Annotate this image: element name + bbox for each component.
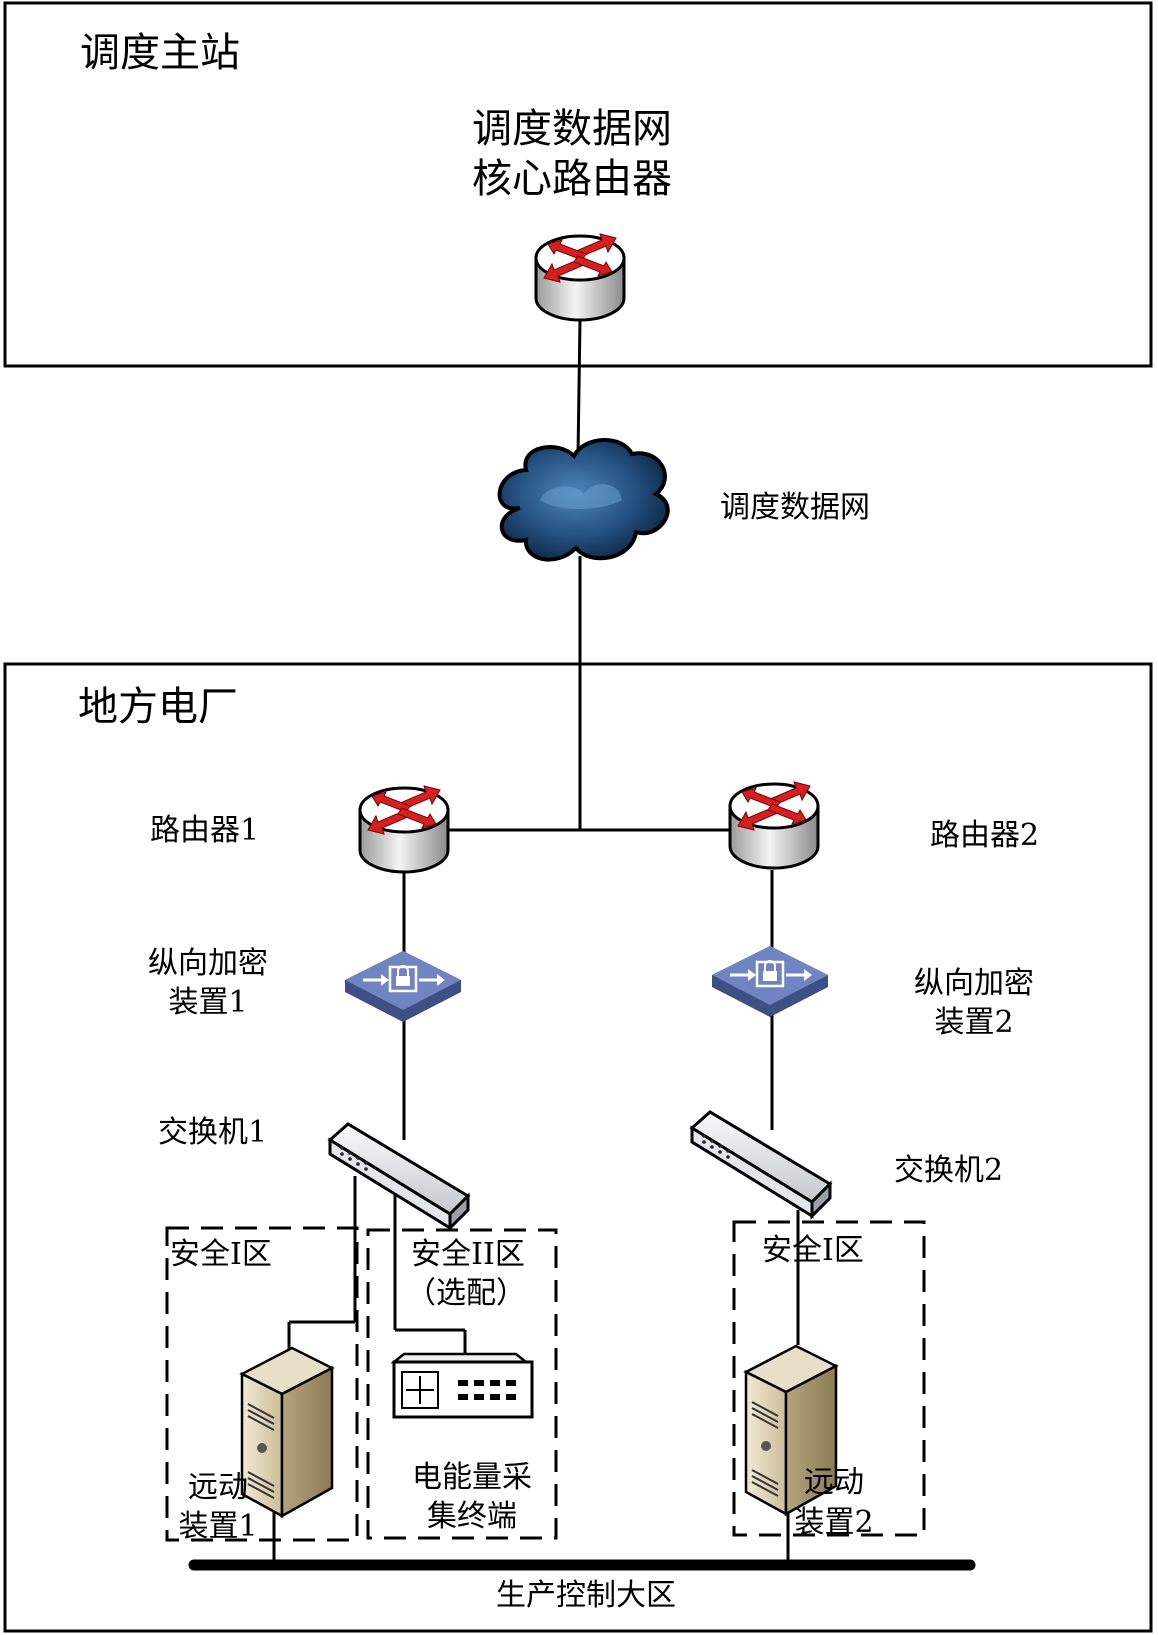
zone1-right-box bbox=[732, 1220, 926, 1537]
energy-meter-label-line1: 电能量采 bbox=[412, 1460, 532, 1495]
data-network-cloud-icon bbox=[497, 438, 670, 562]
connection-lines bbox=[272, 319, 800, 1565]
switch1-icon bbox=[327, 1122, 471, 1232]
rtu1-label-line1: 远动 bbox=[188, 1470, 248, 1505]
encryptor2-label-line1: 纵向加密 bbox=[914, 966, 1034, 1001]
router2-icon bbox=[728, 780, 820, 870]
switch1-label: 交换机1 bbox=[158, 1115, 267, 1150]
router1-icon bbox=[358, 784, 450, 874]
energy-meter-label-line2: 集终端 bbox=[427, 1499, 517, 1534]
production-control-zone-label: 生产控制大区 bbox=[496, 1578, 676, 1613]
energy-meter-terminal-icon bbox=[390, 1352, 534, 1419]
encryptor2-label-line2: 装置2 bbox=[934, 1005, 1013, 1040]
rtu2-label-line1: 远动 bbox=[804, 1465, 864, 1500]
core-router-label-line2: 核心路由器 bbox=[472, 156, 672, 202]
zone2-note-label: （选配） bbox=[406, 1276, 526, 1311]
router2-label: 路由器2 bbox=[930, 818, 1039, 853]
data-network-label: 调度数据网 bbox=[720, 490, 870, 525]
switch2-icon bbox=[689, 1110, 833, 1220]
master-station-label: 调度主站 bbox=[80, 30, 240, 76]
zone1-left-box bbox=[165, 1226, 359, 1542]
encryptor1-label-line1: 纵向加密 bbox=[148, 946, 268, 981]
zone1-right-label: 安全I区 bbox=[762, 1233, 864, 1268]
encryptor1-label-line2: 装置1 bbox=[168, 985, 247, 1020]
zone2-label: 安全II区 bbox=[411, 1237, 525, 1272]
core-router-icon bbox=[534, 232, 626, 322]
core-router-label-line1: 调度数据网 bbox=[472, 106, 672, 152]
router1-label: 路由器1 bbox=[150, 813, 259, 848]
encryptor1-icon bbox=[343, 949, 463, 1024]
rtu1-server-icon bbox=[240, 1346, 334, 1518]
switch2-label: 交换机2 bbox=[894, 1153, 1003, 1188]
zone1-left-label: 安全I区 bbox=[170, 1237, 272, 1272]
local-plant-frame bbox=[3, 662, 1153, 1633]
encryptor2-icon bbox=[710, 944, 830, 1019]
rtu1-label-line2: 装置1 bbox=[178, 1509, 257, 1544]
rtu2-label-line2: 装置2 bbox=[794, 1505, 873, 1540]
local-plant-label: 地方电厂 bbox=[78, 684, 238, 730]
zone2-box bbox=[366, 1228, 558, 1540]
